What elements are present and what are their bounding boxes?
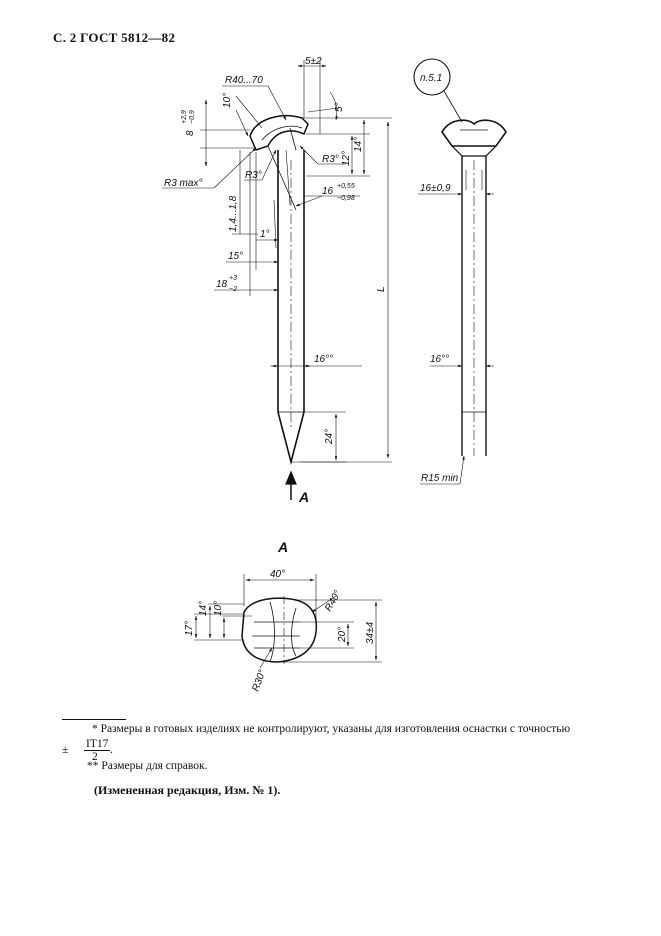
- dim-point-length: 24°: [324, 429, 335, 445]
- dim-fillet-max: R3 max°: [164, 178, 202, 189]
- dim-shank-width-tol-upper: +0,55: [337, 183, 355, 190]
- dim-front-width: 16±0,9: [420, 183, 451, 194]
- dim-head-height-tol-lower: −0,9: [189, 110, 196, 124]
- dim-section-10: 10°: [213, 601, 224, 616]
- tolerance-end: .: [110, 744, 113, 756]
- dim-groove-depth: 1,4...1,8: [228, 195, 239, 232]
- dim-section-34: 34±4: [365, 621, 376, 644]
- dim-groove-18: 18: [216, 279, 228, 290]
- dim-front-ref: 16°°: [430, 354, 449, 365]
- dim-section-width: 40°: [270, 569, 285, 580]
- dim-section-radius-30: R30°: [250, 668, 268, 693]
- dim-fillet-right: R3°: [322, 154, 339, 165]
- dim-head-angle: 10°: [222, 93, 233, 108]
- tolerance-denominator: 2: [92, 751, 98, 763]
- dim-shank-width-tol-lower: −0,98: [337, 195, 355, 202]
- side-view: [162, 60, 392, 500]
- revision-note: (Измененная редакция, Изм. № 1).: [94, 783, 281, 797]
- footnote-separator: [62, 719, 126, 720]
- section-a-labels: A 40° R40° 17° 14° 10° 20° 34±4 R30°: [184, 539, 376, 693]
- dim-groove-15: 15°: [228, 251, 243, 262]
- section-a-view: [194, 574, 382, 669]
- view-arrow-label: A: [298, 489, 309, 505]
- footnote-1: * Размеры в готовых изделиях не контроли…: [92, 723, 571, 735]
- dim-groove-offset: 1°: [260, 229, 270, 240]
- dim-groove-18-tol-lower: −2: [229, 286, 237, 293]
- dim-groove-18-tol-upper: +3: [229, 275, 237, 282]
- tolerance-numerator: IT17: [84, 738, 111, 751]
- front-view-labels: п.5.1 16±0,9 16°° R15 min: [420, 73, 459, 484]
- dim-head-radius: R40...70: [225, 75, 263, 86]
- dim-front-radius: R15 min: [421, 473, 459, 484]
- dim-section-radius-40: R40°: [323, 589, 344, 614]
- dim-head-depth-14: 14°: [353, 137, 364, 152]
- page-header: С. 2 ГОСТ 5812—82: [53, 30, 176, 45]
- section-title: A: [277, 539, 288, 555]
- dim-head-height: 8: [185, 130, 196, 136]
- dim-top-angle: 5°: [334, 102, 345, 112]
- dim-section-14: 14°: [198, 601, 209, 616]
- dim-section-20: 20°: [337, 627, 348, 643]
- clause-reference: п.5.1: [420, 73, 442, 84]
- tolerance-sign: ±: [62, 744, 69, 756]
- front-view: [413, 58, 507, 485]
- dim-head-offset: 5±2: [305, 56, 322, 67]
- dim-section-17: 17°: [184, 621, 195, 636]
- dim-head-height-tol-upper: +2,9: [181, 110, 188, 124]
- footnote-2: ** Размеры для справок.: [87, 760, 208, 772]
- dim-shank-width: 16: [322, 186, 334, 197]
- dim-length: L: [376, 286, 387, 292]
- dim-fillet-left: R3°: [245, 170, 262, 181]
- side-view-labels: 5±2 R40...70 10° 8 +2,9 −0,9 5° 14° 12° …: [164, 56, 387, 505]
- dim-head-depth-12: 12°: [341, 151, 352, 166]
- dim-shank-ref: 16°°: [314, 354, 333, 365]
